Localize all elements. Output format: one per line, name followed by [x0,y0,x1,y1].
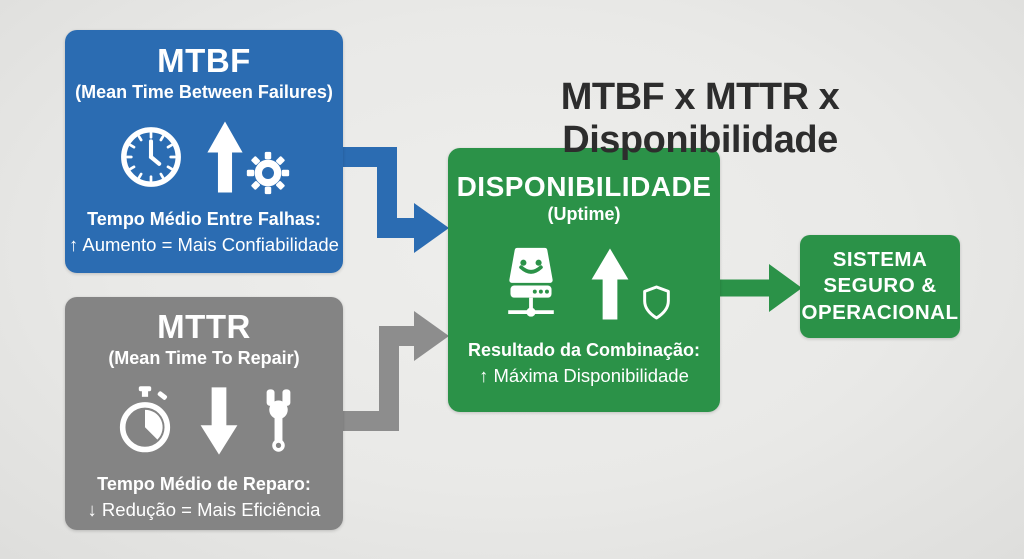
mttr-subtitle: (Mean Time To Repair) [108,347,300,368]
mttr-caption-text: ↓ Redução = Mais Eficiência [87,498,321,520]
stopwatch-icon [119,385,170,452]
mtbf-title: MTBF [157,42,251,79]
outcome-line-2: SEGURO & [823,274,937,298]
mtbf-caption-title: Tempo Médio Entre Falhas: [87,208,321,229]
clock-icon [121,126,181,187]
availability-arrow-shield-group [587,245,675,323]
page-title: MTBF x MTTR x Disponibilidade [560,76,840,161]
availability-icon-row [493,245,675,323]
mttr-caption-title: Tempo Médio de Reparo: [97,473,311,494]
mtbf-arrow-gear-group [203,118,291,196]
mtbf-caption-text: ↑ Aumento = Mais Confiabilidade [69,233,339,255]
mtbf-icon-row [117,118,291,196]
mtbf-box: MTBF (Mean Time Between Failures) [65,30,343,273]
mttr-box: MTTR (Mean Time To Repair) [65,297,343,530]
wrench-icon [266,388,290,452]
arrow-up-icon [591,248,629,320]
outcome-line-3: OPERACIONAL [801,300,959,324]
mtbf-to-availability-arrow [343,147,449,253]
availability-caption-text: ↑ Máxima Disponibilidade [479,365,689,387]
outcome-line-1: SISTEMA [832,247,928,271]
availability-to-outcome-arrow [718,264,802,312]
availability-title: DISPONIBILIDADE [456,171,712,202]
mttr-to-availability-arrow [343,311,449,431]
availability-box: DISPONIBILIDADE (Uptime) [448,148,720,412]
gear-icon [246,151,290,194]
shield-icon [643,285,670,320]
arrow-up-icon [207,121,243,193]
arrow-down-icon [200,387,237,455]
mttr-icon-row [114,381,295,461]
mttr-title: MTTR [157,308,251,345]
mtbf-subtitle: (Mean Time Between Failures) [75,81,333,102]
availability-subtitle: (Uptime) [547,204,621,225]
server-smiley-icon [508,248,554,318]
outcome-box: SISTEMA SEGURO & OPERACIONAL [800,235,960,338]
availability-caption-title: Resultado da Combinação: [467,340,701,361]
